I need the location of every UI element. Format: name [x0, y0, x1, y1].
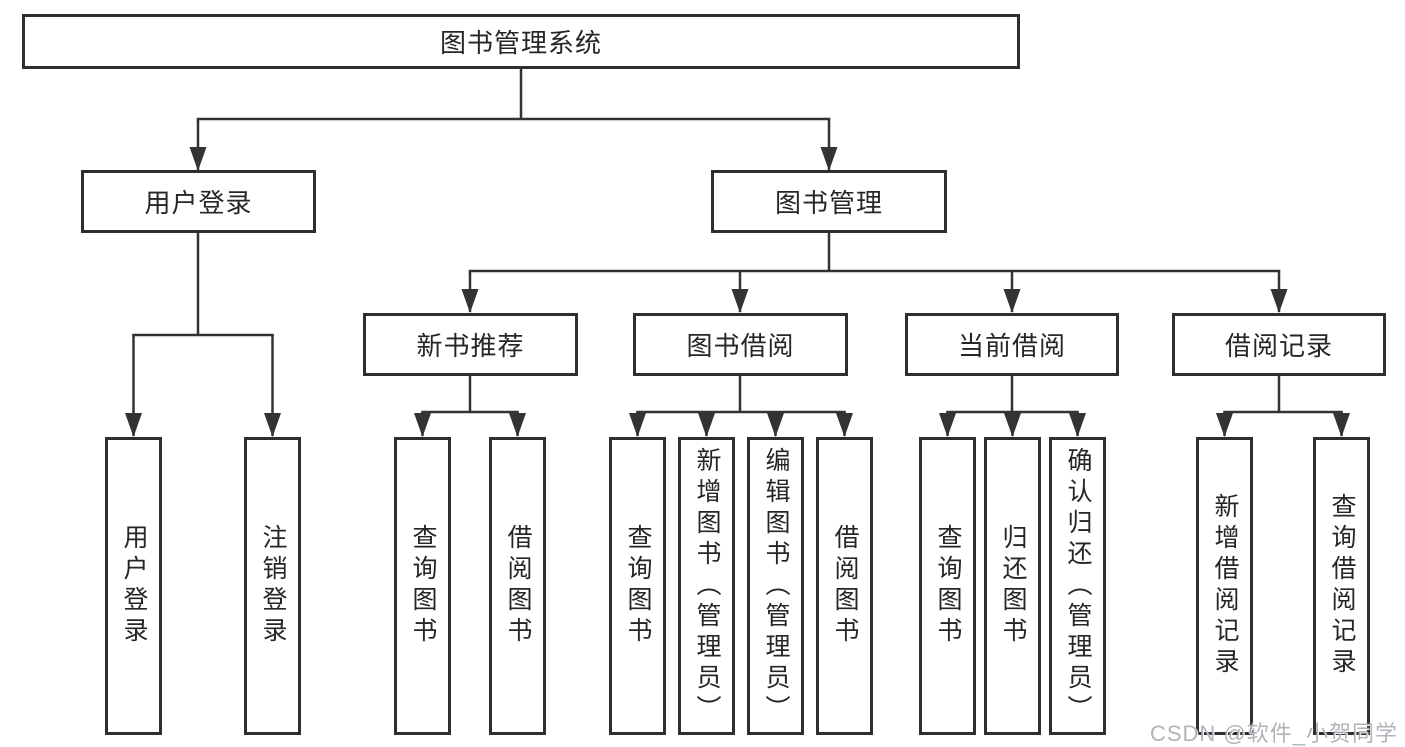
leaf-label: 确认归还（管理员）: [1064, 446, 1092, 726]
node-label: 图书管理系统: [439, 28, 602, 58]
leaf-label: 查询图书: [934, 524, 962, 648]
branch-new-book-recommend: [414, 375, 526, 437]
leaf-add-borrow-record: 新增借阅记录: [1196, 437, 1253, 735]
node-label: 借阅记录: [1224, 331, 1333, 361]
node-book-borrow: 图书借阅: [633, 313, 848, 376]
branch-book-management: [461, 232, 1288, 313]
leaf-label: 注销登录: [259, 524, 287, 648]
node-user-login: 用户登录: [81, 170, 316, 233]
csdn-watermark: CSDN @软件_小贺同学: [1149, 721, 1398, 746]
node-label: 当前借阅: [957, 331, 1066, 361]
leaf-label: 用户登录: [120, 524, 148, 648]
node-library-management-system: 图书管理系统: [22, 14, 1020, 69]
node-borrow-records: 借阅记录: [1172, 313, 1386, 376]
leaf-user-login: 用户登录: [105, 437, 162, 735]
leaf-add-books-admin: 新增图书（管理员）: [678, 437, 735, 735]
leaf-query-books-borrow: 查询图书: [609, 437, 666, 735]
node-book-management: 图书管理: [711, 170, 947, 233]
leaf-label: 借阅图书: [831, 524, 859, 648]
leaf-borrow-books: 借阅图书: [816, 437, 873, 735]
leaf-label: 查询图书: [409, 524, 437, 648]
leaf-label: 编辑图书（管理员）: [762, 446, 790, 726]
node-current-borrow: 当前借阅: [905, 313, 1119, 376]
leaf-label: 新增图书（管理员）: [693, 446, 721, 726]
leaf-label: 查询图书: [624, 524, 652, 648]
leaf-label: 借阅图书: [504, 524, 532, 648]
leaf-query-books-recommend: 查询图书: [394, 437, 451, 735]
node-label: 用户登录: [144, 188, 253, 218]
leaf-label: 查询借阅记录: [1328, 493, 1356, 679]
branch-user-login: [125, 232, 281, 437]
branch-borrow-records: [1216, 375, 1350, 437]
node-label: 图书借阅: [686, 331, 795, 361]
leaf-return-books: 归还图书: [984, 437, 1041, 735]
branch-book-borrow: [629, 375, 853, 437]
leaf-edit-books-admin: 编辑图书（管理员）: [747, 437, 804, 735]
node-new-book-recommend: 新书推荐: [363, 313, 578, 376]
leaf-query-borrow-record: 查询借阅记录: [1313, 437, 1370, 735]
leaf-label: 归还图书: [999, 524, 1027, 648]
leaf-label: 新增借阅记录: [1211, 493, 1239, 679]
branch-root: [189, 68, 838, 171]
leaf-logout: 注销登录: [244, 437, 301, 735]
branch-current-borrow: [939, 375, 1086, 437]
node-label: 图书管理: [774, 188, 883, 218]
leaf-query-books-current: 查询图书: [919, 437, 976, 735]
leaf-confirm-return-admin: 确认归还（管理员）: [1049, 437, 1106, 735]
node-label: 新书推荐: [416, 331, 525, 361]
leaf-borrow-books-recommend: 借阅图书: [489, 437, 546, 735]
